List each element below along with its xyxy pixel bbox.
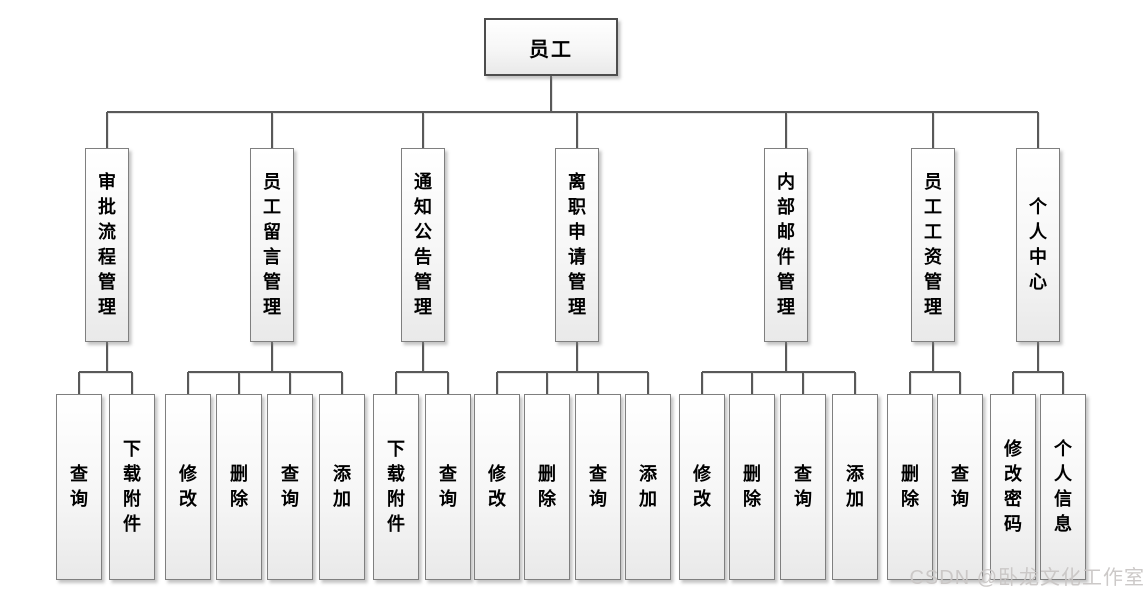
leaf-node-employee-salary-management-delete-label: 删除: [901, 464, 919, 509]
leaf-node-personal-center-personal-info: 个人信息: [1040, 394, 1086, 580]
leaf-node-approval-flow-management-download-attachment: 下载附件: [109, 394, 155, 580]
leaf-node-internal-mail-management-delete: 删除: [729, 394, 775, 580]
watermark: CSDN @卧龙文化工作室: [909, 567, 1145, 589]
leaf-node-notice-announcement-management-download-attachment: 下载附件: [373, 394, 419, 580]
leaf-node-personal-center-personal-info-label: 个人信息: [1054, 439, 1072, 534]
leaf-node-internal-mail-management-delete-label: 删除: [743, 464, 761, 509]
leaf-node-employee-message-management-delete: 删除: [216, 394, 262, 580]
branch-node-employee-salary-management-label: 员工工资管理: [924, 172, 942, 317]
leaf-node-notice-announcement-management-query-label: 查询: [439, 464, 457, 509]
leaf-node-employee-message-management-add-label: 添加: [333, 464, 351, 509]
leaf-node-internal-mail-management-modify: 修改: [679, 394, 725, 580]
leaf-node-employee-message-management-modify: 修改: [165, 394, 211, 580]
leaf-node-employee-salary-management-query: 查询: [937, 394, 983, 580]
branch-node-notice-announcement-management: 通知公告管理: [401, 148, 445, 342]
leaf-node-employee-message-management-query: 查询: [267, 394, 313, 580]
leaf-node-personal-center-change-password: 修改密码: [990, 394, 1036, 580]
leaf-node-resignation-application-management-modify-label: 修改: [488, 464, 506, 509]
leaf-node-internal-mail-management-modify-label: 修改: [693, 464, 711, 509]
leaf-node-internal-mail-management-add: 添加: [832, 394, 878, 580]
leaf-node-resignation-application-management-add: 添加: [625, 394, 671, 580]
leaf-node-approval-flow-management-query: 查询: [56, 394, 102, 580]
branch-node-notice-announcement-management-label: 通知公告管理: [414, 172, 432, 317]
branch-node-resignation-application-management: 离职申请管理: [555, 148, 599, 342]
leaf-node-employee-salary-management-delete: 删除: [887, 394, 933, 580]
leaf-node-notice-announcement-management-download-attachment-label: 下载附件: [387, 439, 405, 534]
branch-node-employee-message-management: 员工留言管理: [250, 148, 294, 342]
leaf-node-resignation-application-management-delete: 删除: [524, 394, 570, 580]
branch-node-employee-salary-management: 员工工资管理: [911, 148, 955, 342]
branch-node-approval-flow-management-label: 审批流程管理: [98, 172, 116, 317]
leaf-node-internal-mail-management-add-label: 添加: [846, 464, 864, 509]
branch-node-personal-center-label: 个人中心: [1029, 197, 1047, 292]
branch-node-approval-flow-management: 审批流程管理: [85, 148, 129, 342]
leaf-node-employee-message-management-add: 添加: [319, 394, 365, 580]
leaf-node-internal-mail-management-query-label: 查询: [794, 464, 812, 509]
leaf-node-resignation-application-management-modify: 修改: [474, 394, 520, 580]
root-node-employee-label: 员工: [529, 38, 573, 61]
leaf-node-approval-flow-management-download-attachment-label: 下载附件: [123, 439, 141, 534]
leaf-node-employee-message-management-delete-label: 删除: [230, 464, 248, 509]
leaf-node-resignation-application-management-query: 查询: [575, 394, 621, 580]
leaf-node-resignation-application-management-query-label: 查询: [589, 464, 607, 509]
root-node-employee: 员工: [484, 18, 618, 76]
leaf-node-notice-announcement-management-query: 查询: [425, 394, 471, 580]
branch-node-employee-message-management-label: 员工留言管理: [263, 172, 281, 317]
branch-node-internal-mail-management: 内部邮件管理: [764, 148, 808, 342]
leaf-node-employee-salary-management-query-label: 查询: [951, 464, 969, 509]
tree-connector-path: [78, 76, 1064, 394]
leaf-node-resignation-application-management-add-label: 添加: [639, 464, 657, 509]
leaf-node-approval-flow-management-query-label: 查询: [70, 464, 88, 509]
leaf-node-internal-mail-management-query: 查询: [780, 394, 826, 580]
leaf-node-employee-message-management-modify-label: 修改: [179, 464, 197, 509]
branch-node-internal-mail-management-label: 内部邮件管理: [777, 172, 795, 317]
branch-node-personal-center: 个人中心: [1016, 148, 1060, 342]
branch-node-resignation-application-management-label: 离职申请管理: [568, 172, 586, 317]
leaf-node-employee-message-management-query-label: 查询: [281, 464, 299, 509]
leaf-node-personal-center-change-password-label: 修改密码: [1004, 439, 1022, 534]
leaf-node-resignation-application-management-delete-label: 删除: [538, 464, 556, 509]
